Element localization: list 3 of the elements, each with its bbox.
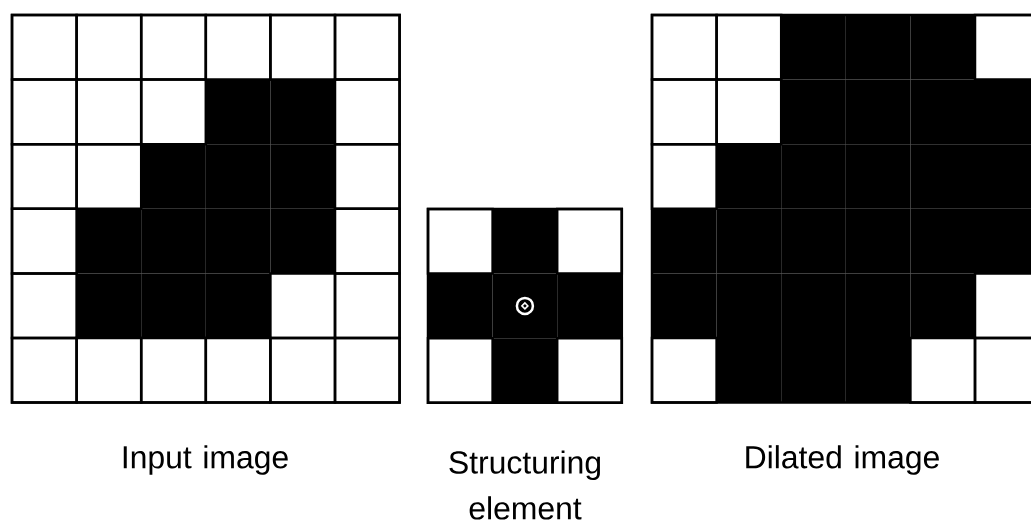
- caption: Input image: [123, 445, 288, 475]
- caption: Dilated image: [746, 445, 939, 475]
- caption: Structuring element: [449, 450, 600, 520]
